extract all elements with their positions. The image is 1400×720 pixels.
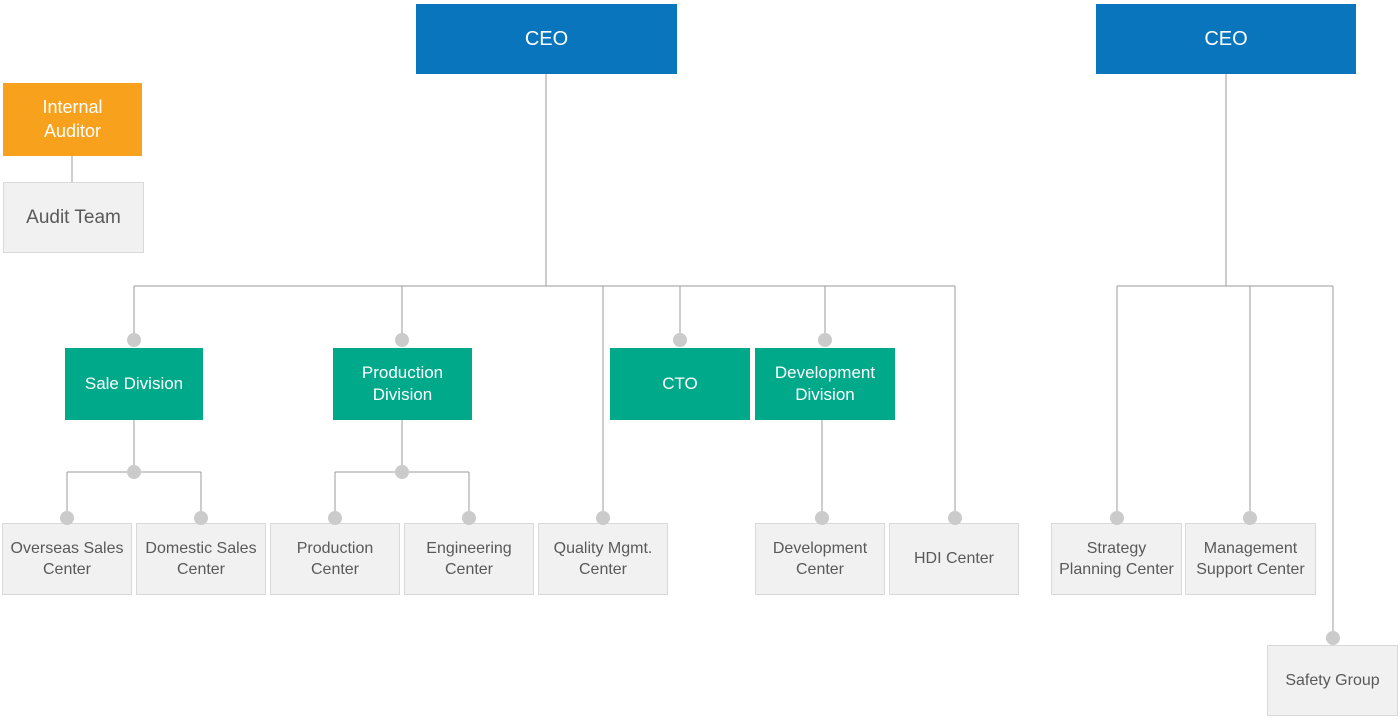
junction-dot: [395, 465, 409, 479]
node-label: Audit Team: [26, 206, 121, 228]
node-label: Domestic Sales Center: [145, 539, 257, 578]
node-engineering-center: Engineering Center: [404, 523, 534, 595]
node-hdi-center: HDI Center: [889, 523, 1019, 595]
node-domestic-sales-center: Domestic Sales Center: [136, 523, 266, 595]
node-label: Internal Auditor: [42, 96, 103, 141]
node-label: CTO: [662, 373, 698, 393]
node-label: Strategy Planning Center: [1059, 539, 1174, 578]
node-label: Development Division: [774, 362, 876, 404]
node-label: Sale Division: [84, 373, 184, 393]
node-audit-team: Audit Team: [3, 182, 144, 253]
node-label: Development Center: [772, 539, 868, 578]
junction-dot: [127, 465, 141, 479]
junction-dot: [1326, 631, 1340, 645]
node-label: CEO: [524, 27, 569, 50]
node-label: Engineering Center: [426, 539, 512, 578]
node-production-division: Production Division: [333, 348, 472, 420]
node-ceo-right: CEO: [1096, 4, 1356, 74]
node-label: Management Support Center: [1196, 539, 1305, 578]
node-development-center: Development Center: [755, 523, 885, 595]
node-quality-mgmt-center: Quality Mgmt. Center: [538, 523, 668, 595]
node-label: CEO: [1204, 27, 1248, 50]
junction-dot: [673, 333, 687, 347]
node-overseas-sales-center: Overseas Sales Center: [2, 523, 132, 595]
node-cto: CTO: [610, 348, 750, 420]
node-ceo-left: CEO: [416, 4, 677, 74]
node-development-division: Development Division: [755, 348, 895, 420]
node-management-support-center: Management Support Center: [1185, 523, 1316, 595]
node-label: Safety Group: [1285, 671, 1380, 689]
junction-dot: [395, 333, 409, 347]
node-strategy-planning-center: Strategy Planning Center: [1051, 523, 1182, 595]
node-safety-group: Safety Group: [1267, 645, 1398, 716]
node-sale-division: Sale Division: [65, 348, 203, 420]
junction-dot: [818, 333, 832, 347]
node-label: HDI Center: [913, 550, 995, 568]
connectors-left-org: [66, 74, 956, 518]
node-label: Production Center: [296, 539, 374, 578]
node-label: Overseas Sales Center: [10, 539, 124, 578]
node-label: Quality Mgmt. Center: [553, 539, 653, 578]
node-internal-auditor: Internal Auditor: [3, 83, 142, 156]
node-label: Production Division: [361, 362, 444, 404]
node-production-center: Production Center: [270, 523, 400, 595]
junction-dot: [127, 333, 141, 347]
